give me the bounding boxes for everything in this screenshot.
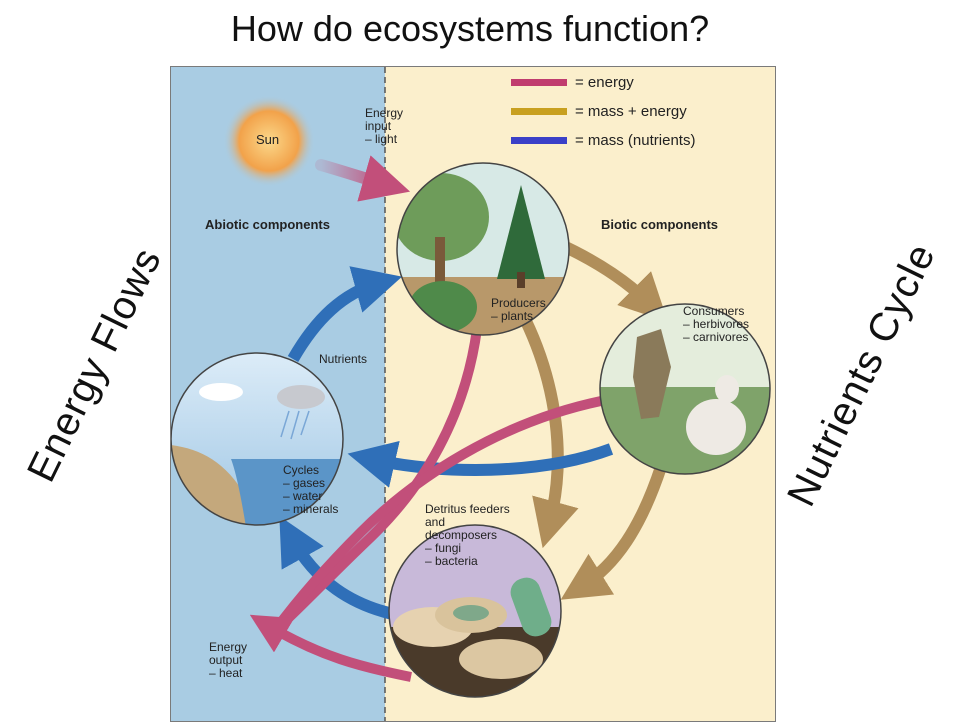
consumers-heat-arrow bbox=[271, 396, 603, 632]
legend-nutrients: = mass (nutrients) bbox=[511, 131, 696, 149]
producers-heat-arrow bbox=[275, 328, 482, 631]
decomposers-heat-arrow bbox=[249, 614, 412, 682]
sun-icon bbox=[223, 95, 315, 187]
legend-nutrients-label: = mass (nutrients) bbox=[575, 131, 696, 149]
legend-energy: = energy bbox=[511, 73, 634, 91]
biotic-components-label: Biotic components bbox=[601, 217, 719, 232]
legend-energy-label: = energy bbox=[575, 73, 634, 91]
energy-flows-label: Energy Flows bbox=[19, 240, 171, 489]
decomposers-illustration bbox=[389, 525, 561, 697]
cycles-label: Cycles – gases – water – minerals bbox=[283, 463, 339, 516]
energy-output-label: Energy output – heat bbox=[209, 640, 248, 680]
cycles-to-producers-arrow bbox=[287, 266, 403, 362]
mass-energy-arrows bbox=[515, 237, 668, 600]
consumers-label: Consumers – herbivores – carnivores bbox=[683, 304, 750, 344]
producers-to-decomposers-arrow bbox=[515, 308, 579, 549]
consumers-illustration bbox=[600, 304, 770, 474]
legend-mass-energy: = mass + energy bbox=[511, 102, 687, 120]
consumers-to-cycles-arrow bbox=[347, 440, 614, 488]
sun-label: Sun bbox=[256, 132, 280, 147]
consumers-to-decomposers-arrow bbox=[560, 465, 667, 600]
cycles-illustration bbox=[171, 353, 343, 525]
abiotic-components-label: Abiotic components bbox=[205, 217, 330, 232]
legend-mass-energy-swatch bbox=[511, 107, 567, 115]
page-title: How do ecosystems function? bbox=[230, 8, 710, 49]
energy-output-arrows bbox=[249, 328, 603, 682]
producers-label: Producers – plants bbox=[491, 296, 546, 323]
nutrients-label: Nutrients bbox=[319, 352, 368, 366]
ecosystem-diagram: = energy = mass + energy = mass (nutrien… bbox=[170, 66, 776, 722]
energy-input-arrow bbox=[315, 155, 411, 202]
producers-to-consumers-arrow bbox=[554, 237, 668, 322]
legend-nutrients-swatch bbox=[511, 136, 567, 144]
legend-mass-energy-label: = mass + energy bbox=[575, 102, 687, 120]
legend-energy-swatch bbox=[511, 78, 567, 86]
energy-input-label: Energy input – light bbox=[365, 106, 404, 146]
nutrient-arrows bbox=[279, 266, 614, 621]
nutrients-cycle-label: Nutrients Cycle bbox=[779, 236, 945, 514]
diagram-canvas bbox=[171, 67, 775, 721]
decomposers-label: Detritus feeders and decomposers – fungi… bbox=[425, 502, 510, 568]
decomposers-to-cycles-arrow bbox=[279, 516, 399, 621]
